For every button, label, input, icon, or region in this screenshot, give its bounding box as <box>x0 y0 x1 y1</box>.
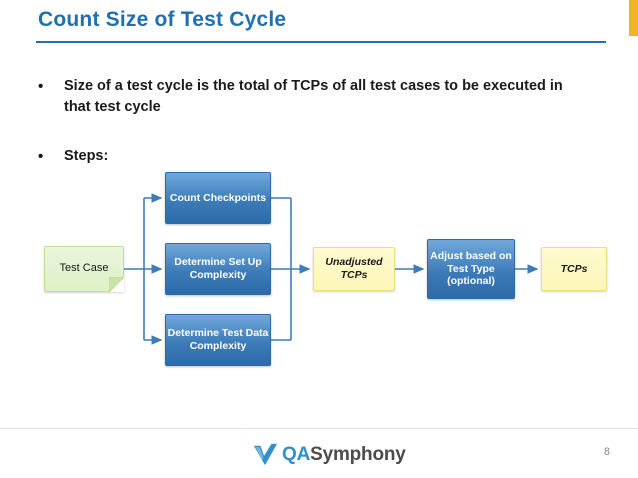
bullet-item: • Size of a test cycle is the total of T… <box>38 76 568 117</box>
node-label: Unadjusted TCPs <box>325 256 383 281</box>
logo-text-symphony: Symphony <box>310 444 406 465</box>
node-tcps: TCPs <box>541 247 607 291</box>
bullet-text: Size of a test cycle is the total of TCP… <box>64 78 563 115</box>
note-fold-corner <box>109 277 124 292</box>
logo-text: QASymphony <box>282 444 406 466</box>
node-label: Adjust based on Test Type (optional) <box>430 250 512 288</box>
corner-accent-tab <box>629 0 638 36</box>
footer-divider <box>0 428 638 429</box>
node-test-case: Test Case <box>44 246 124 292</box>
node-label: TCPs <box>560 262 588 275</box>
node-label: Count Checkpoints <box>169 191 267 204</box>
checkmark-icon <box>253 443 277 466</box>
page-number: 8 <box>603 446 610 458</box>
node-adjust-based-on-test-type: Adjust based on Test Type (optional) <box>427 239 515 299</box>
node-count-checkpoints: Count Checkpoints <box>165 172 271 224</box>
qasymphony-logo: QASymphony <box>252 442 406 468</box>
bullet-marker: • <box>38 148 44 165</box>
title-divider <box>36 41 606 43</box>
logo-text-qa: QA <box>282 444 311 465</box>
bullet-marker: • <box>38 78 44 95</box>
node-label: Determine Test Data Complexity <box>167 327 269 352</box>
node-label: Determine Set Up Complexity <box>174 256 262 281</box>
node-label: Test Case <box>59 262 109 275</box>
bullet-text: Steps: <box>64 148 109 164</box>
node-determine-setup-complexity: Determine Set Up Complexity <box>165 243 271 295</box>
node-unadjusted-tcps: Unadjusted TCPs <box>313 247 395 291</box>
node-determine-test-data-complexity: Determine Test Data Complexity <box>165 314 271 366</box>
page-title: Count Size of Test Cycle <box>38 8 287 31</box>
bullet-item: • Steps: <box>38 146 338 167</box>
